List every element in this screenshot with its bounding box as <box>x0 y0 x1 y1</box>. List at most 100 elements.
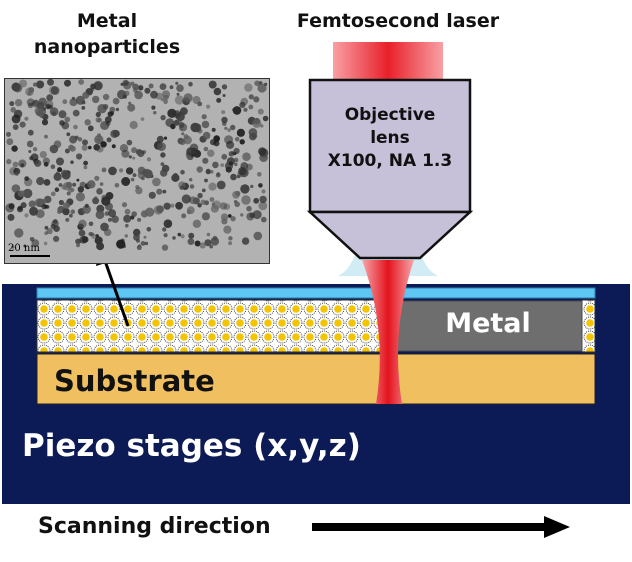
tem-particle <box>9 101 15 107</box>
tem-particle <box>34 198 44 207</box>
tem-particle <box>232 106 242 115</box>
tem-particle <box>78 219 87 228</box>
tem-particle <box>228 241 233 246</box>
tem-particle <box>49 107 59 116</box>
tem-particle <box>99 182 104 186</box>
tem-particle <box>222 94 226 97</box>
tem-particle <box>131 211 137 217</box>
tem-particle <box>211 202 215 206</box>
tem-particle <box>35 107 45 117</box>
tem-particle <box>95 117 101 123</box>
tem-particle <box>107 217 113 222</box>
tem-particle <box>174 95 184 105</box>
tem-particle <box>162 189 167 194</box>
tem-particle <box>188 81 193 87</box>
tem-particle <box>134 90 143 100</box>
tem-particle <box>213 87 222 96</box>
tem-particle <box>57 209 62 214</box>
tem-particle <box>173 172 178 178</box>
tem-particle <box>93 144 100 151</box>
tem-particle <box>84 203 89 208</box>
tem-particle <box>196 166 203 173</box>
tem-particle <box>188 232 195 239</box>
tem-particle <box>208 182 217 191</box>
tem-particle <box>137 171 146 179</box>
tem-particle <box>203 146 209 152</box>
tem-particle <box>75 238 81 245</box>
tem-particle <box>100 222 109 232</box>
tem-particle <box>136 149 143 156</box>
tem-particle <box>205 169 211 175</box>
nanoparticle-layer <box>36 299 384 353</box>
tem-particle <box>65 217 70 222</box>
tem-particle <box>96 242 105 251</box>
tem-particle <box>69 135 78 144</box>
tem-particle <box>189 184 195 189</box>
tem-particle <box>208 80 217 89</box>
tem-particle <box>13 109 23 119</box>
tem-particle <box>163 219 173 228</box>
tem-particle <box>209 197 215 202</box>
objective-lens-tip <box>306 210 474 260</box>
tem-particle <box>28 150 32 153</box>
tem-particle <box>64 79 71 87</box>
tem-particle <box>34 159 42 167</box>
tem-particle <box>29 156 34 161</box>
tem-particle <box>64 116 71 123</box>
tem-particle <box>194 240 201 247</box>
tem-particle <box>64 148 70 154</box>
tem-particle <box>19 79 28 88</box>
tem-particle <box>173 119 180 126</box>
tem-particle <box>44 103 51 110</box>
laser-title: Femtosecond laser <box>296 10 500 32</box>
tem-particle <box>179 185 184 190</box>
tem-particle <box>150 90 158 99</box>
tem-particle <box>257 83 267 93</box>
tem-particle <box>23 244 27 248</box>
tem-particle <box>140 210 149 218</box>
tem-particle <box>87 180 96 189</box>
tem-particle <box>50 191 56 197</box>
tem-particle <box>12 161 19 168</box>
tem-particle <box>153 111 157 115</box>
tem-particle <box>44 225 49 230</box>
tem-particle <box>176 84 184 92</box>
tem-particle <box>244 83 253 92</box>
tem-particle <box>108 209 117 218</box>
tem-particle <box>220 163 225 167</box>
tem-particle <box>253 231 263 241</box>
tem-particle <box>77 186 85 193</box>
tem-particle <box>148 83 154 89</box>
tem-particle <box>257 108 264 115</box>
tem-particle <box>197 203 202 208</box>
tem-particle <box>43 204 48 209</box>
tem-particle <box>11 145 18 152</box>
tem-particle <box>41 119 49 126</box>
tem-particle <box>6 131 11 137</box>
tem-particle <box>179 138 186 146</box>
tem-particle <box>101 196 111 206</box>
tem-particle <box>130 81 135 86</box>
tem-particle <box>253 197 260 204</box>
tem-particle <box>69 98 78 107</box>
tem-particle <box>146 157 152 162</box>
tem-particle <box>192 96 201 104</box>
tem-particle <box>232 191 240 199</box>
tem-particle <box>186 209 192 215</box>
tem-particle <box>167 108 177 118</box>
tem-particle <box>249 133 257 141</box>
objective-lens-body <box>308 78 472 214</box>
tem-particle <box>123 214 132 223</box>
tem-particle <box>207 149 215 157</box>
tem-particle <box>221 153 228 160</box>
tem-particle <box>252 118 262 128</box>
metal-region <box>395 300 583 352</box>
substrate <box>36 353 596 405</box>
tem-particle <box>53 140 62 148</box>
tem-particle <box>82 205 91 214</box>
tem-particle <box>94 135 104 145</box>
tem-particle <box>212 161 219 169</box>
